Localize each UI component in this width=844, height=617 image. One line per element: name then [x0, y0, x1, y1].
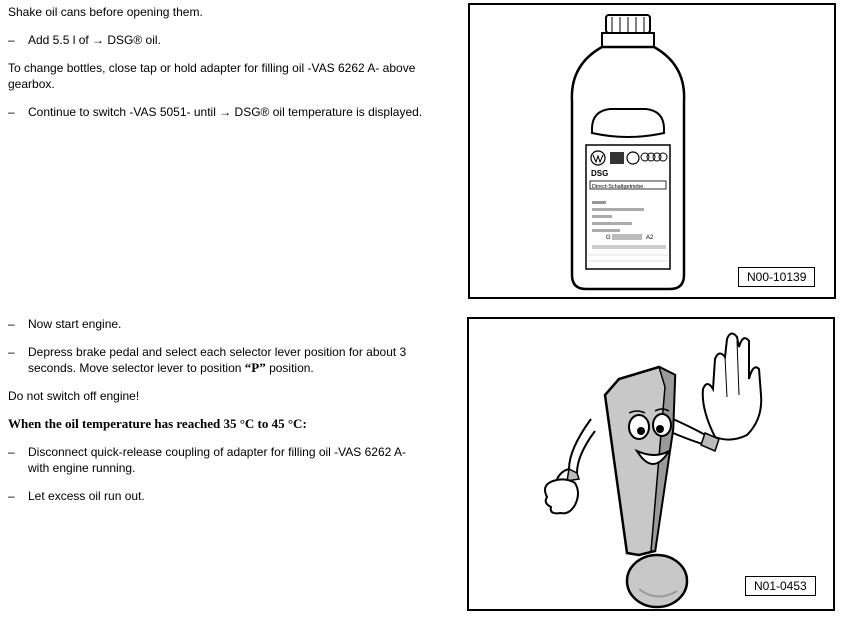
- step-disconnect-2: with engine running.: [28, 461, 136, 475]
- bottle-change-text-1: To change bottles, close tap or hold ada…: [8, 61, 416, 75]
- bottle-sub-label: Direct-Schaltgetriebe: [592, 184, 643, 190]
- step-dash: –: [8, 105, 15, 119]
- step-dash: –: [8, 33, 15, 47]
- warning-text: Do not switch off engine!: [8, 389, 140, 403]
- step-add-oil: Add 5.5 l of → DSG® oil.: [28, 33, 161, 47]
- bottle-label-right: A2: [646, 235, 654, 241]
- step-brake-pedal-2-pre: seconds. Move selector lever to position: [28, 361, 245, 375]
- step-brake-pedal-2: seconds. Move selector lever to position…: [28, 360, 314, 376]
- bottle-change-text-2: gearbox.: [8, 77, 55, 91]
- bottle-brand-label: DSG: [591, 169, 608, 178]
- step-dash: –: [8, 445, 15, 459]
- step-dash: –: [8, 489, 15, 503]
- step-disconnect-1: Disconnect quick-release coupling of ada…: [28, 445, 406, 459]
- section-heading: When the oil temperature has reached 35 …: [8, 416, 307, 431]
- step-switch-vas: Continue to switch -VAS 5051- until → DS…: [28, 105, 423, 119]
- step-brake-pedal-2-post: position.: [265, 361, 314, 375]
- figure-code: N01-0453: [745, 576, 816, 596]
- exclamation-mascot-icon: [544, 332, 763, 609]
- figure-oil-bottle: DSG Direct-Schaltgetriebe G A2 N00-10139: [468, 3, 836, 299]
- figure-warning-mascot: N01-0453: [467, 317, 835, 611]
- step-excess-oil: Let excess oil run out.: [28, 489, 145, 503]
- bottle-label-left: G: [606, 235, 611, 241]
- oil-bottle-icon: DSG Direct-Schaltgetriebe G A2: [570, 14, 686, 291]
- position-p-label: “P”: [244, 360, 266, 375]
- step-start-engine: Now start engine.: [28, 317, 122, 331]
- step-dash: –: [8, 317, 15, 331]
- step-dash: –: [8, 345, 15, 359]
- intro-text: Shake oil cans before opening them.: [8, 5, 203, 19]
- figure-code: N00-10139: [738, 267, 816, 287]
- step-brake-pedal-1: Depress brake pedal and select each sele…: [28, 345, 407, 359]
